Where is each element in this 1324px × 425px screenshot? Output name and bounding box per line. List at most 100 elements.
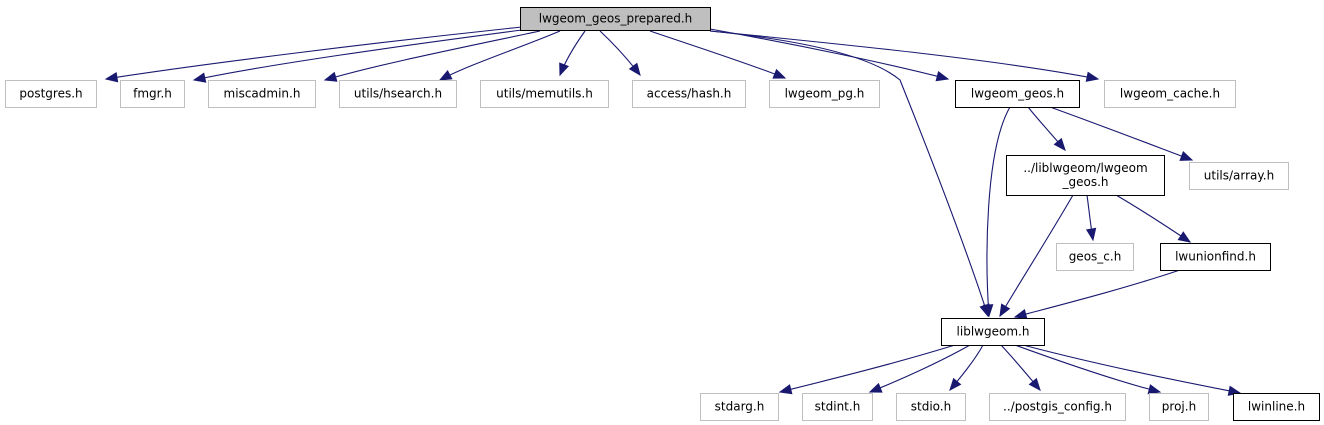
- edge-line: [1049, 106, 1193, 161]
- arrowhead-icon: [1028, 377, 1041, 392]
- node-box: [700, 393, 779, 421]
- node-box: [5, 80, 97, 108]
- node-label: stdint.h: [815, 400, 861, 414]
- node-label: _geos.h: [1061, 175, 1108, 189]
- node-lwunionfind[interactable]: lwunionfind.h: [1160, 243, 1271, 271]
- arrowhead-icon: [192, 72, 207, 83]
- node-box: [1233, 393, 1320, 421]
- node-box: [1006, 155, 1165, 196]
- edge-root-to-postgres: [104, 26, 523, 83]
- edge-liblwgeom-to-stdint: [868, 344, 971, 393]
- node-box: [1104, 80, 1236, 108]
- arrowhead-icon: [1085, 227, 1097, 242]
- edge-line: [105, 26, 523, 80]
- arrowhead-icon: [982, 304, 994, 318]
- edge-root-to-liblwgeom: [709, 30, 990, 318]
- node-geos-c: geos_c.h: [1056, 243, 1134, 271]
- edge-line: [649, 30, 786, 79]
- node-label: miscadmin.h: [224, 87, 301, 101]
- node-label: lwunionfind.h: [1175, 250, 1256, 264]
- node-box: [802, 393, 873, 421]
- node-box: [632, 80, 746, 108]
- node-lwinline[interactable]: lwinline.h: [1233, 393, 1320, 421]
- node-label: lwgeom_geos_prepared.h: [539, 12, 693, 26]
- node-box: [208, 80, 316, 108]
- edge-root-to-lwgeom_cache: [709, 30, 1100, 82]
- node-lwgeom-geos[interactable]: lwgeom_geos.h: [955, 80, 1080, 108]
- node-lwgeom-pg: lwgeom_pg.h: [769, 80, 880, 108]
- node-label: ../postgis_config.h: [1003, 400, 1112, 414]
- node-fmgr: fmgr.h: [120, 80, 185, 108]
- arrowhead-icon: [999, 303, 1011, 318]
- node-label: utils/memutils.h: [496, 87, 593, 101]
- node-array: utils/array.h: [1189, 162, 1289, 190]
- node-lwgeom-cache: lwgeom_cache.h: [1104, 80, 1236, 108]
- node-box: [896, 393, 966, 421]
- node-box: [520, 7, 711, 31]
- edge-lwunionfind-to-liblwgeom: [1013, 269, 1181, 320]
- node-stdint: stdint.h: [802, 393, 873, 421]
- node-label: fmgr.h: [133, 87, 172, 101]
- edge-root-to-hash: [599, 30, 641, 77]
- edge-line: [986, 106, 1011, 317]
- nodes-layer: lwgeom_geos_prepared.h postgres.h fmgr.h mi…: [5, 7, 1320, 421]
- node-liblwgeom[interactable]: liblwgeom.h: [941, 318, 1045, 346]
- edge-lib_lwgeom_geos-to-geos_c: [1085, 194, 1097, 242]
- node-label: lwgeom_cache.h: [1120, 87, 1220, 101]
- arrowhead-icon: [1085, 71, 1100, 82]
- node-memutils: utils/memutils.h: [480, 80, 609, 108]
- edge-line: [709, 28, 949, 80]
- node-lib-lwgeom-geos[interactable]: ../liblwgeom/lwgeom_geos.h: [1006, 155, 1165, 196]
- node-box: [480, 80, 609, 108]
- edge-liblwgeom-to-stdio: [949, 344, 984, 392]
- node-postgres: postgres.h: [5, 80, 97, 108]
- node-label: stdarg.h: [715, 400, 765, 414]
- node-label: access/hash.h: [647, 87, 732, 101]
- edge-line: [439, 30, 561, 81]
- arrowhead-icon: [949, 377, 962, 392]
- arrowhead-icon: [323, 71, 338, 82]
- arrowhead-icon: [868, 382, 883, 393]
- node-stdio: stdio.h: [896, 393, 966, 421]
- edge-liblwgeom-to-postgis_config: [1000, 344, 1041, 392]
- node-label: proj.h: [1162, 400, 1196, 414]
- arrowhead-icon: [772, 68, 787, 79]
- node-label: ../liblwgeom/lwgeom: [1023, 161, 1147, 175]
- edges-layer: [104, 26, 1242, 396]
- arrowhead-icon: [1013, 308, 1028, 320]
- edge-lwgeom_geos-to-lib_lwgeom_geos: [1027, 106, 1066, 152]
- edge-line: [709, 30, 989, 317]
- arrowhead-icon: [104, 71, 119, 83]
- node-box: [1160, 243, 1271, 271]
- node-label: liblwgeom.h: [957, 325, 1030, 339]
- edge-lwgeom_geos-to-liblwgeom: [982, 106, 1011, 318]
- edge-liblwgeom-to-lwinline: [1022, 344, 1242, 396]
- arrowhead-icon: [1147, 384, 1162, 395]
- edge-line: [1022, 344, 1241, 394]
- node-label: lwgeom_pg.h: [785, 87, 865, 101]
- edge-line: [779, 344, 956, 393]
- arrowhead-icon: [628, 62, 641, 77]
- edge-lwgeom_geos-to-array: [1049, 106, 1194, 161]
- node-root[interactable]: lwgeom_geos_prepared.h: [520, 7, 711, 31]
- node-box: [339, 80, 457, 108]
- edge-root-to-miscadmin: [323, 30, 541, 82]
- edge-liblwgeom-to-proj: [1014, 344, 1162, 395]
- node-label: postgres.h: [19, 87, 82, 101]
- edge-root-to-lwgeom_geos: [709, 28, 950, 82]
- edge-root-to-memutils: [559, 30, 586, 77]
- arrowhead-icon: [778, 384, 793, 395]
- node-box: [941, 318, 1045, 346]
- arrowhead-icon: [1179, 151, 1194, 161]
- node-label: utils/array.h: [1204, 169, 1274, 183]
- edge-root-to-lwgeom_pg: [649, 30, 787, 79]
- edge-root-to-hsearch: [438, 30, 561, 81]
- arrowhead-icon: [438, 70, 453, 81]
- node-box: [955, 80, 1080, 108]
- edge-line: [1115, 194, 1191, 243]
- edge-line: [1014, 269, 1181, 318]
- arrowhead-icon: [1053, 137, 1066, 152]
- node-box: [120, 80, 185, 108]
- edge-root-to-fmgr: [192, 29, 523, 83]
- node-label: lwinline.h: [1248, 400, 1305, 414]
